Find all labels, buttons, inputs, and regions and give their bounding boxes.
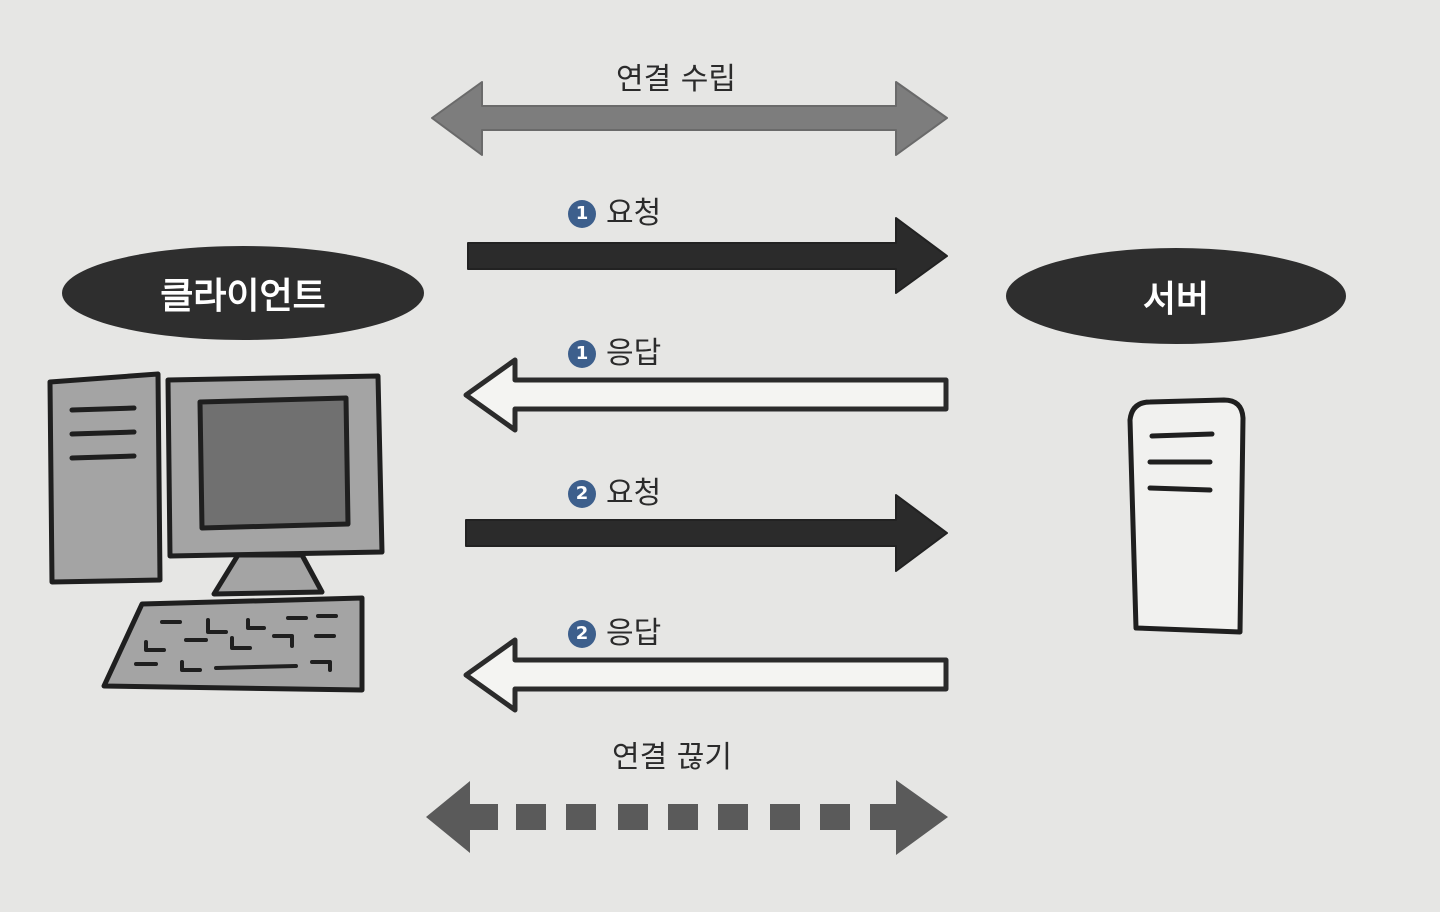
response-1-arrow [463,357,949,433]
step-badge: 2 [568,480,596,508]
server-tower-icon [1127,397,1246,635]
connect-arrow [431,81,948,156]
step-badge: 2 [568,620,596,648]
server-label: 서버 [1142,279,1210,320]
step-badge: 1 [568,340,596,368]
request-1-arrow [467,217,948,294]
response-2-arrow [463,637,949,713]
disconnect-arrow [426,780,948,855]
step-badge: 1 [568,200,596,228]
request-2-arrow [465,494,948,572]
client-label: 클라이언트 [160,276,326,317]
connect-label: 연결 수립 [616,62,736,97]
client-node: 클라이언트 [62,246,424,340]
disconnect-label: 연결 끊기 [612,740,732,775]
server-node: 서버 [1006,248,1346,344]
desktop-computer-icon [47,371,385,693]
